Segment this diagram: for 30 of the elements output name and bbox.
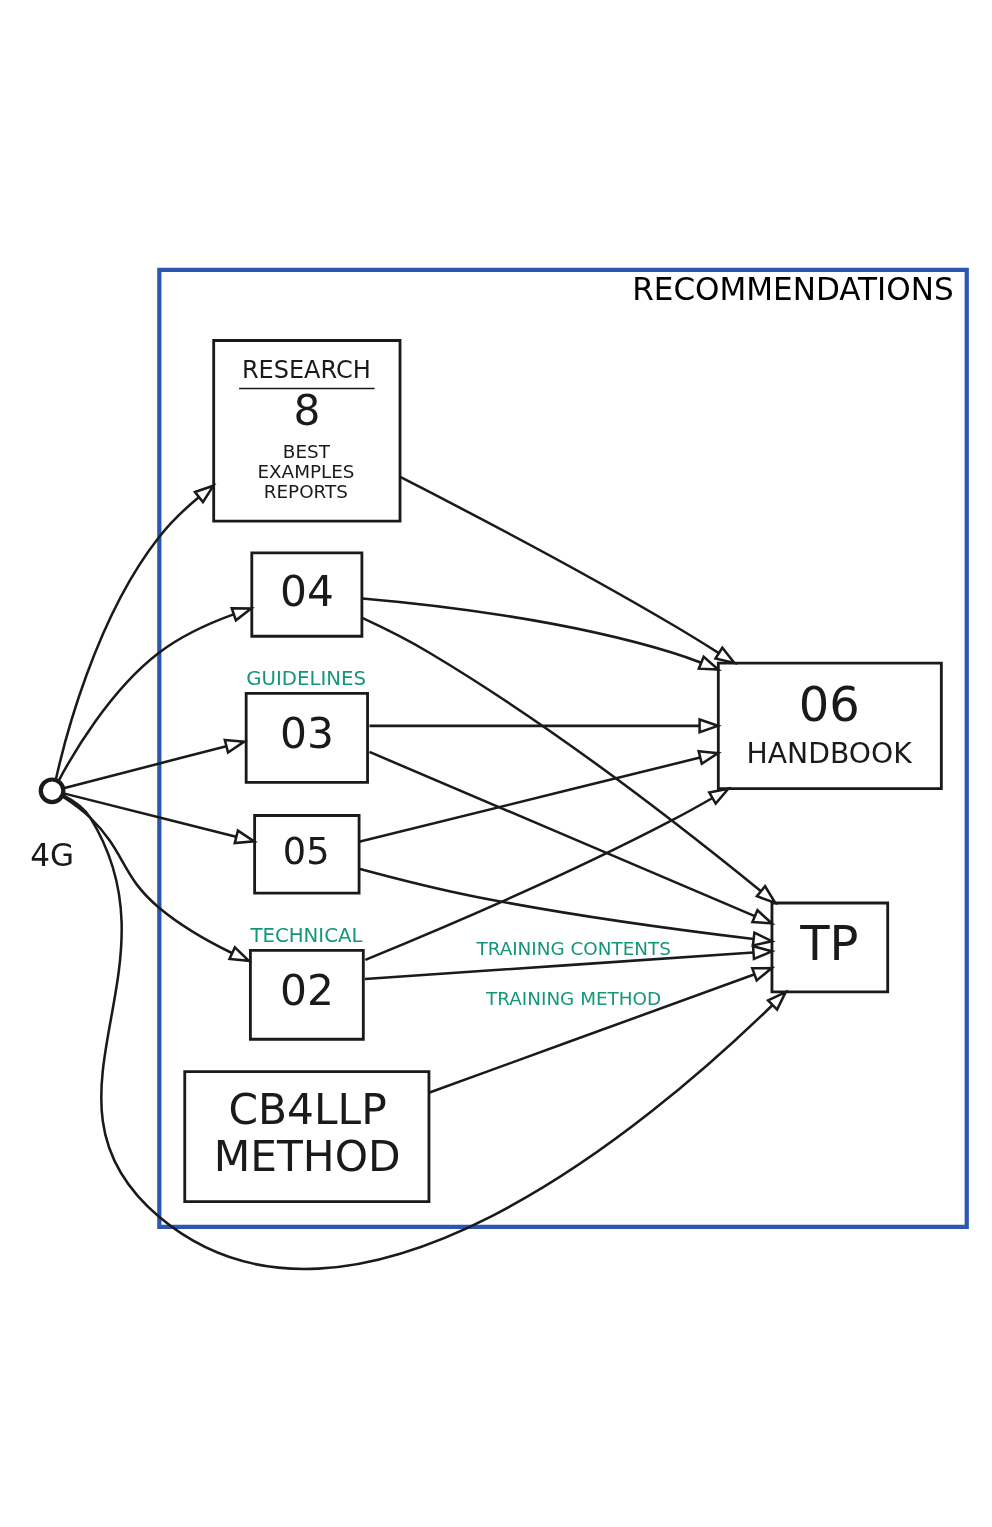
node-box: TP — [770, 901, 890, 993]
node-box: 05 — [253, 813, 361, 895]
arrow — [364, 786, 732, 961]
arrow — [54, 482, 217, 780]
arrow — [399, 475, 738, 665]
node-label: GUIDELINES — [246, 666, 367, 690]
label: 4G — [30, 836, 74, 873]
arrow — [57, 606, 255, 782]
arrow — [369, 717, 722, 734]
arrow — [358, 866, 776, 947]
arrow — [364, 943, 776, 980]
node-box: 04 — [250, 551, 364, 638]
edge-label: TRAINING METHOD — [486, 987, 662, 1009]
node-box: 02 — [249, 948, 365, 1041]
arrow — [429, 966, 776, 1094]
edge-label: TRAINING CONTENTS — [476, 937, 671, 959]
arrow — [63, 738, 248, 789]
arrow — [61, 794, 253, 962]
node-circle — [38, 776, 66, 804]
arrow — [361, 616, 779, 905]
arrow — [362, 596, 722, 671]
node-box: CB4LLP METHOD — [183, 1069, 431, 1203]
node-label: TECHNICAL — [250, 923, 363, 947]
arrow — [368, 750, 776, 925]
node-box: 03 — [244, 691, 369, 784]
arrow — [358, 749, 722, 843]
node-box: 06 HANDBOOK — [716, 661, 943, 790]
node-box: RESEARCH 8 BEST EXAMPLES REPORTS — [212, 338, 402, 523]
arrow — [63, 791, 258, 845]
arrow — [62, 793, 789, 1270]
